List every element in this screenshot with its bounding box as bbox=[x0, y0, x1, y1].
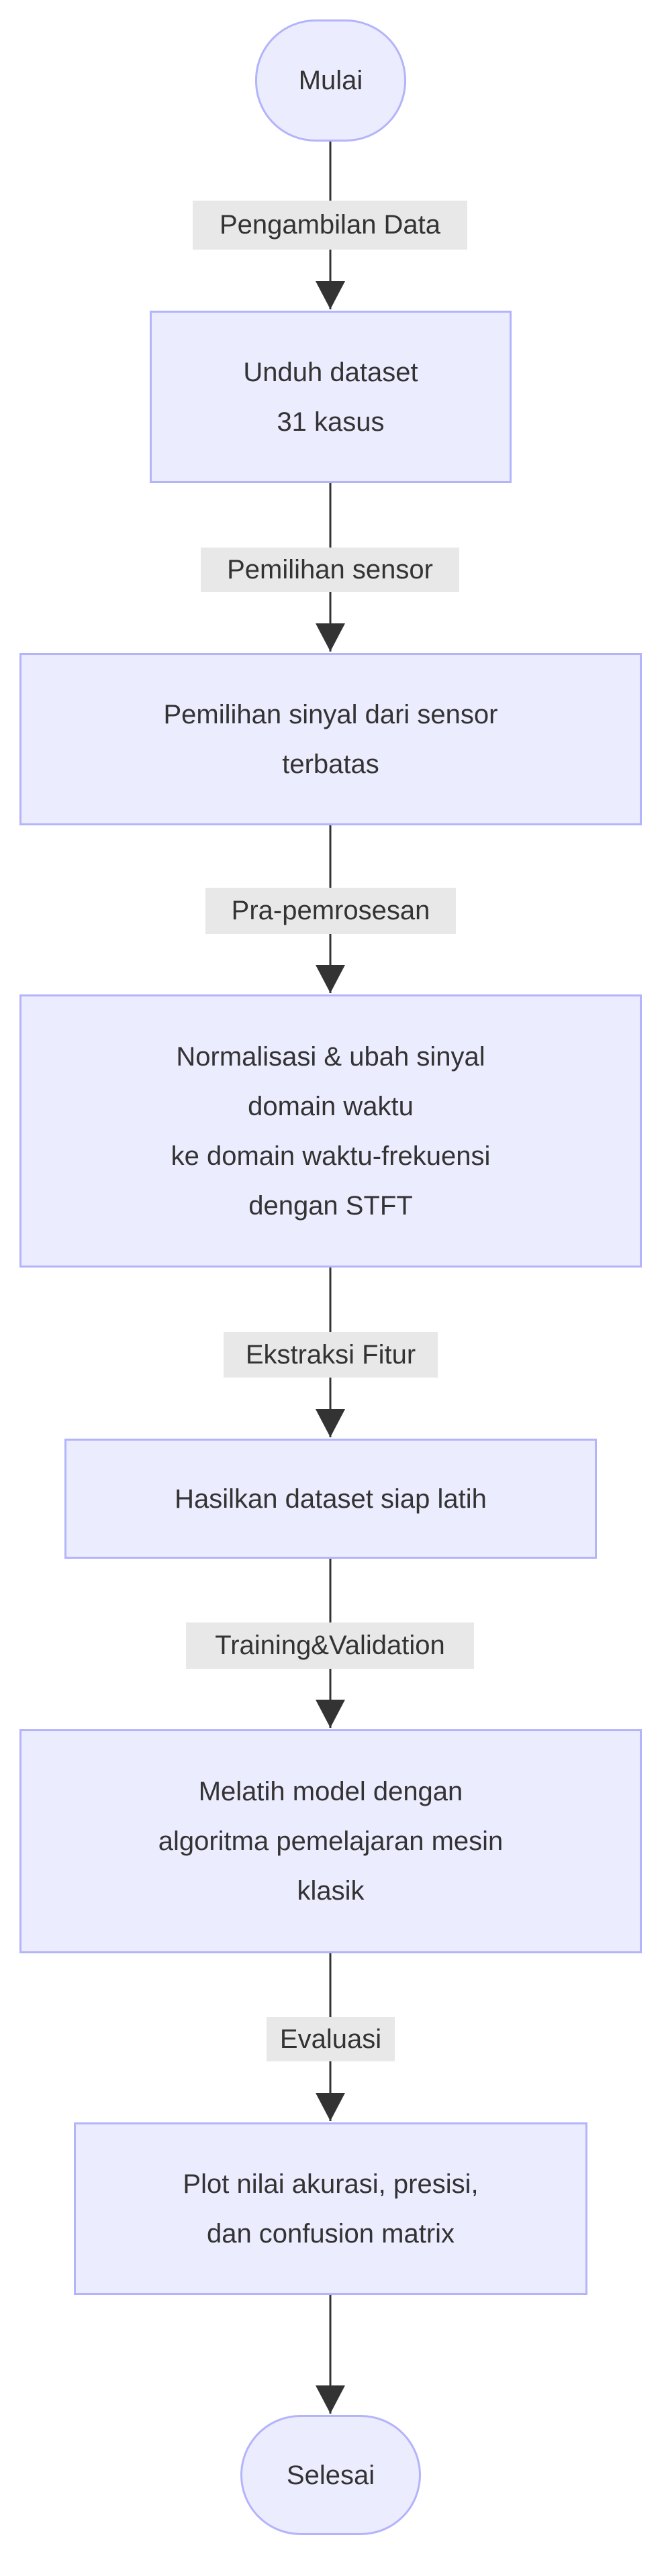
node-text: dan confusion matrix bbox=[206, 2218, 455, 2249]
node-text: 31 kasus bbox=[277, 407, 385, 437]
arrowhead-icon bbox=[316, 2385, 345, 2414]
node-normalize-stft: Normalisasi & ubah sinyal domain waktu k… bbox=[19, 994, 642, 1268]
node-text: domain waktu bbox=[248, 1091, 414, 1121]
node-text: Hasilkan dataset siap latih bbox=[175, 1484, 487, 1514]
node-text: algoritma pemelajaran mesin bbox=[158, 1826, 504, 1856]
arrowhead-icon bbox=[316, 623, 345, 652]
node-plot-metrics: Plot nilai akurasi, presisi, dan confusi… bbox=[74, 2122, 587, 2295]
node-train-model: Melatih model dengan algoritma pemelajar… bbox=[19, 1729, 642, 1953]
node-text: Selesai bbox=[286, 2460, 375, 2490]
node-generate-dataset: Hasilkan dataset siap latih bbox=[64, 1439, 597, 1559]
edge-label-pra-pemrosesan: Pra-pemrosesan bbox=[205, 888, 456, 934]
node-text: terbatas bbox=[282, 749, 379, 779]
arrowhead-icon bbox=[316, 281, 345, 309]
node-text: Pemilihan sinyal dari sensor bbox=[163, 699, 498, 729]
node-text: Plot nilai akurasi, presisi, bbox=[183, 2169, 479, 2199]
arrowhead-icon bbox=[316, 1409, 345, 1437]
edge-label-pengambilan-data: Pengambilan Data bbox=[193, 201, 467, 250]
node-text: Melatih model dengan bbox=[198, 1777, 463, 1806]
node-download-dataset: Unduh dataset 31 kasus bbox=[150, 311, 512, 483]
node-end: Selesai bbox=[240, 2415, 421, 2535]
edge-label-ekstraksi-fitur: Ekstraksi Fitur bbox=[224, 1332, 438, 1378]
edge-label-pemilihan-sensor: Pemilihan sensor bbox=[201, 548, 459, 592]
node-select-signal: Pemilihan sinyal dari sensor terbatas bbox=[19, 653, 642, 825]
node-text: ke domain waktu-frekuensi bbox=[171, 1141, 491, 1171]
node-text: Mulai bbox=[298, 66, 363, 95]
edge-label-evaluasi: Evaluasi bbox=[267, 2017, 395, 2061]
arrowhead-icon bbox=[316, 965, 345, 993]
arrowhead-icon bbox=[316, 2093, 345, 2121]
arrowhead-icon bbox=[316, 1700, 345, 1728]
edge-label-training-validation: Training&Validation bbox=[186, 1622, 474, 1669]
node-text: dengan STFT bbox=[248, 1190, 413, 1221]
node-text: Normalisasi & ubah sinyal bbox=[176, 1041, 485, 1072]
node-text: klasik bbox=[297, 1876, 365, 1906]
node-start: Mulai bbox=[255, 19, 406, 142]
node-text: Unduh dataset bbox=[243, 357, 418, 387]
